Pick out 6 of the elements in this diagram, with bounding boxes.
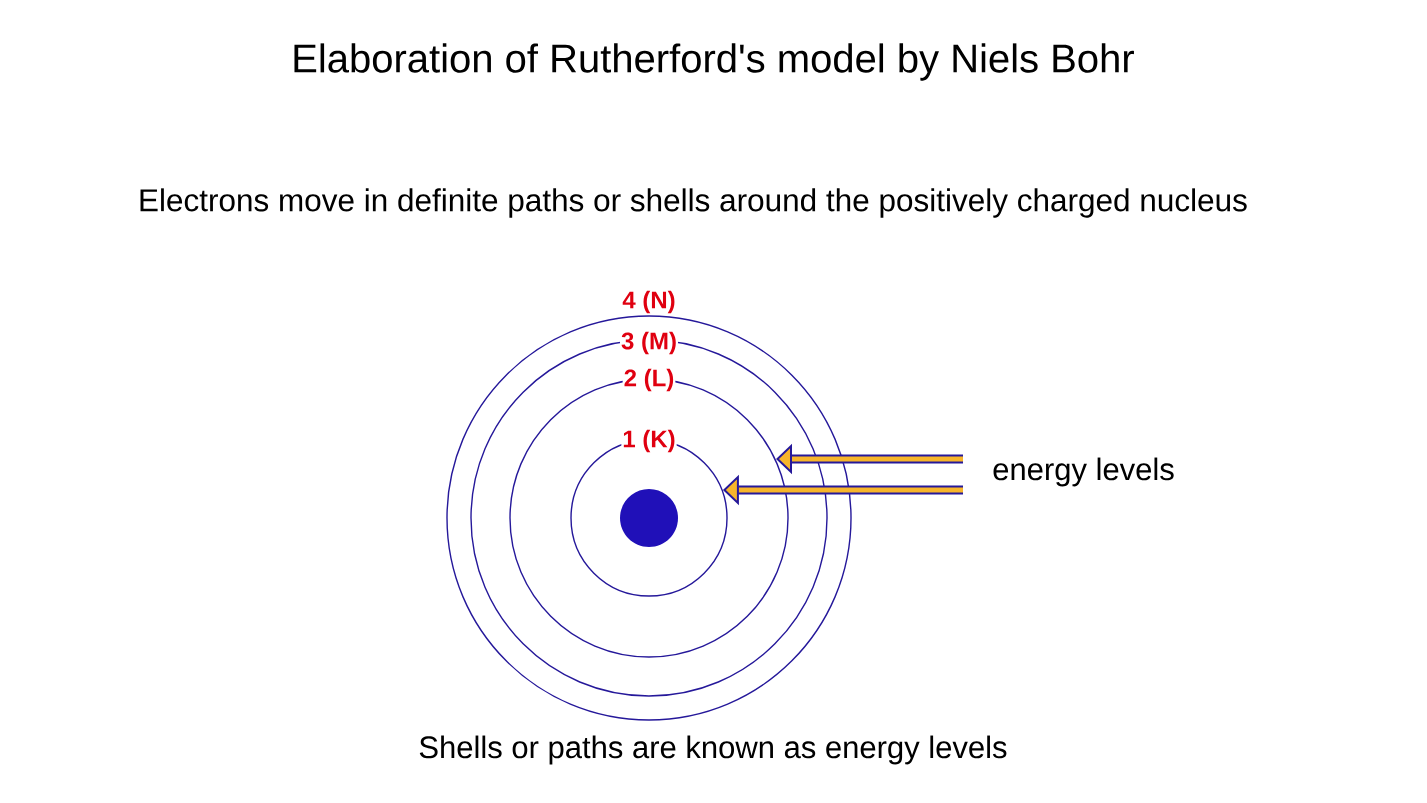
nucleus	[620, 489, 678, 547]
title: Elaboration of Rutherford's model by Niels Bohr	[294, 43, 1134, 81]
subtitle: Electrons move in definite paths or shells around the positively charged nucleus	[140, 188, 1247, 218]
node-label: 4 (N)	[622, 290, 675, 314]
caption: Shells or paths are known as energy levels	[419, 735, 1007, 765]
label-text: energy levels	[993, 457, 1174, 487]
